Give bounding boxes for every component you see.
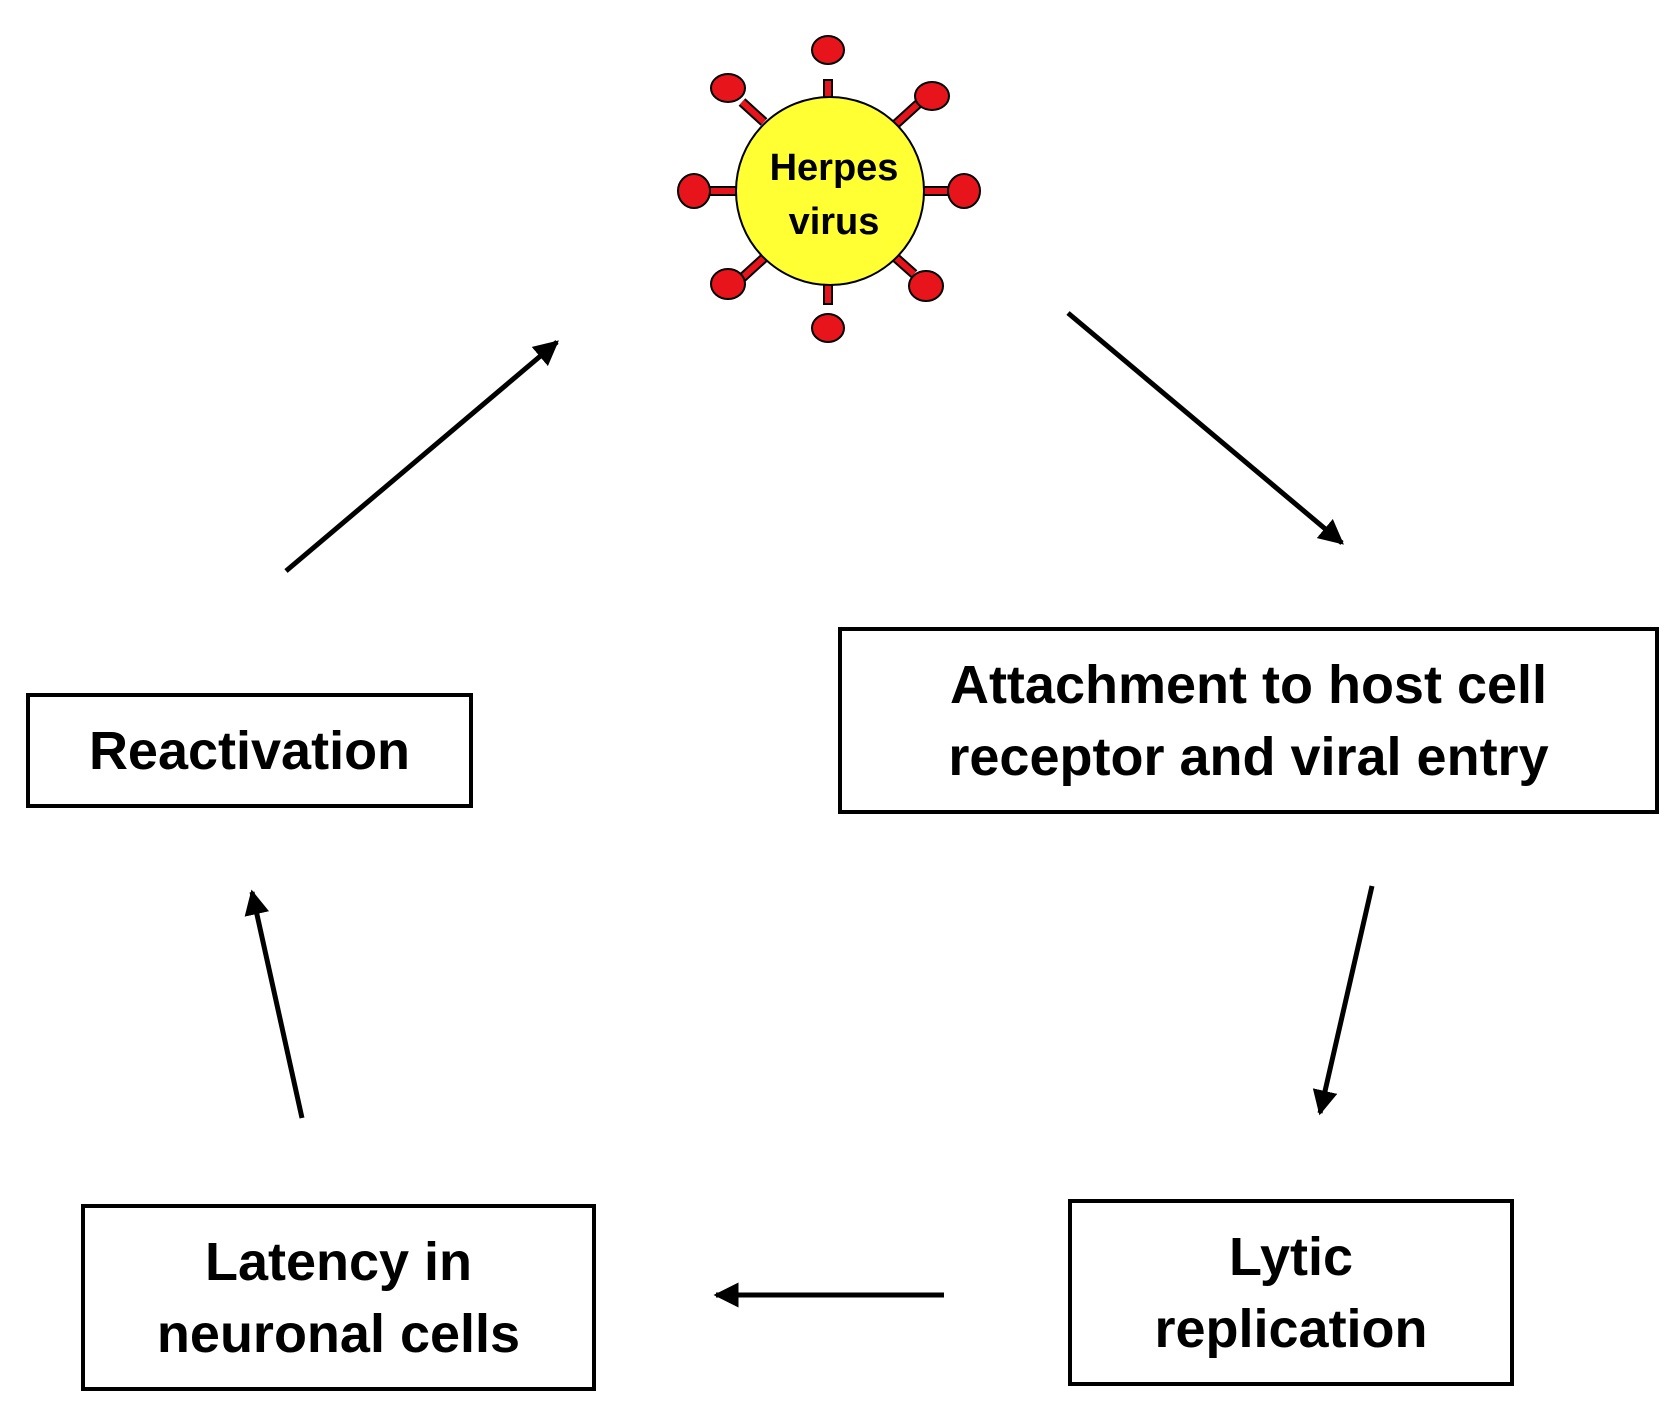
arrow-reactivation-to-virus (284, 340, 559, 573)
arrow-latency-to-reactivation (244, 889, 305, 1119)
step-reactivation-line1: Reactivation (88, 720, 411, 781)
virus-label-line2: virus (789, 201, 880, 243)
virus-body (735, 96, 925, 286)
step-attachment-box: Attachment to host cell receptor and vir… (838, 627, 1659, 814)
step-lytic-box: Lytic replication (1068, 1199, 1514, 1386)
step-reactivation-box: Reactivation (26, 693, 473, 808)
virus-spikes (677, 35, 981, 343)
herpes-virus-icon: Herpes virus (677, 35, 981, 343)
virus-label-line1: Herpes (770, 147, 899, 189)
step-latency-line1: Latency in (204, 1231, 473, 1292)
step-lytic-line1: Lytic (1228, 1226, 1354, 1287)
arrow-virus-to-attachment (1066, 311, 1344, 545)
step-latency-line2: neuronal cells (156, 1303, 521, 1364)
step-attachment-line1: Attachment to host cell (949, 654, 1548, 715)
step-latency-box: Latency in neuronal cells (81, 1204, 596, 1391)
arrow-attachment-to-lytic (1312, 885, 1375, 1116)
step-attachment-line2: receptor and viral entry (948, 726, 1549, 787)
step-lytic-line2: replication (1154, 1298, 1428, 1359)
